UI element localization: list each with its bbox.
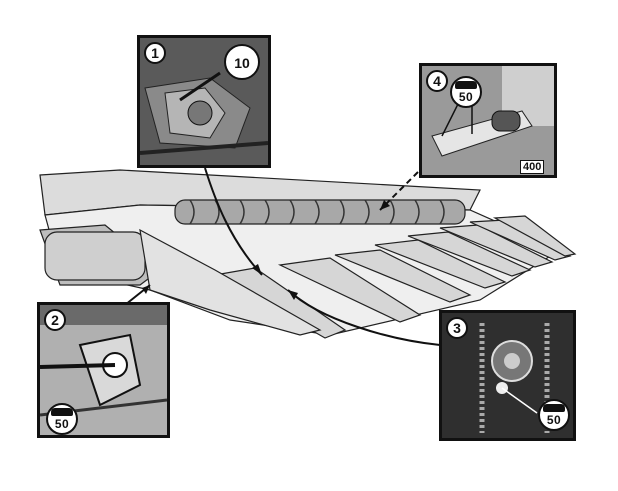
snout-6 — [439, 224, 554, 268]
callout-number-1: 1 — [144, 42, 166, 64]
leader-3 — [287, 289, 441, 346]
snout-8 — [492, 215, 577, 257]
left-side-shield — [44, 231, 146, 281]
callout-panel-4: 4 50 400 — [419, 63, 557, 178]
torque-value-4: 50 — [458, 90, 474, 104]
callout-number-4: 4 — [426, 70, 448, 92]
front-left-divider — [139, 228, 322, 336]
torque-badge-1: 10 — [224, 44, 260, 80]
callout-number-3: 3 — [446, 317, 468, 339]
torque-value-4-secondary: 400 — [520, 160, 545, 174]
snout-3 — [334, 249, 472, 303]
callout-panel-2: 2 50 — [37, 302, 170, 438]
torque-value-3: 50 — [546, 413, 562, 427]
snout-5 — [407, 231, 532, 277]
leader-1 — [204, 167, 263, 276]
torque-value-2: 50 — [54, 417, 70, 431]
callout-panel-3: 3 50 — [439, 310, 576, 441]
torque-badge-4: 50 — [450, 76, 482, 108]
callout-panel-1: 1 10 — [137, 35, 271, 168]
torque-value-1: 10 — [234, 55, 250, 71]
snout-7 — [469, 219, 572, 261]
snout-4 — [374, 239, 507, 289]
torque-badge-2: 50 — [46, 403, 78, 435]
callout-number-2: 2 — [44, 309, 66, 331]
torque-badge-3: 50 — [538, 399, 570, 431]
snout-2 — [277, 257, 422, 323]
